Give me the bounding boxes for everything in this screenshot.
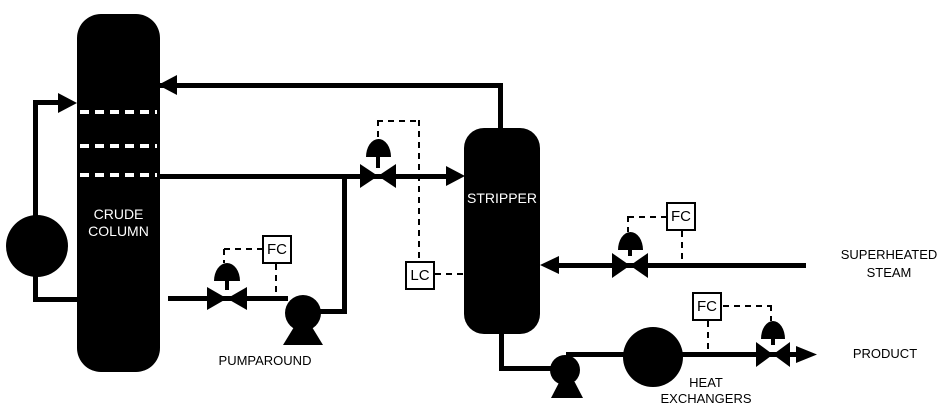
lc-stripper-tag: LC bbox=[410, 267, 430, 284]
feed-valve-actuator-icon bbox=[366, 139, 391, 157]
pipe-heater-bottom-vertical bbox=[33, 272, 38, 302]
pumparound-control-valve-icon bbox=[207, 287, 247, 310]
pipe-steam bbox=[556, 263, 806, 268]
stripper-vessel: STRIPPER bbox=[464, 128, 540, 334]
pumparound-pump-symbol bbox=[285, 295, 321, 331]
product-control-valve-icon bbox=[756, 342, 790, 367]
pipe-heater-riser-vertical bbox=[33, 100, 38, 217]
signal-lc-to-valve bbox=[377, 120, 379, 139]
crude-column-label: CRUDE COLUMN bbox=[77, 206, 160, 240]
fc-pumparound-tag: FC bbox=[267, 241, 287, 258]
fc-steam-controller: FC bbox=[666, 202, 696, 231]
signal-fc-pumparound-to-valve bbox=[223, 249, 225, 263]
pipe-feed-to-stripper bbox=[158, 174, 450, 179]
signal-lc-top-h bbox=[377, 120, 420, 122]
fired-heater-circle bbox=[6, 215, 68, 277]
crude-column-label-line1: CRUDE bbox=[93, 206, 144, 222]
superheated-steam-label-line2: STEAM bbox=[866, 265, 912, 280]
steam-flow-arrow-icon bbox=[540, 256, 559, 274]
column-tray-dashed-line bbox=[80, 144, 157, 148]
superheated-steam-label: SUPERHEATED STEAM bbox=[832, 246, 946, 282]
column-tray-dashed-line bbox=[80, 110, 157, 114]
stripper-feed-arrow-icon bbox=[446, 166, 465, 186]
steam-valve-actuator-icon bbox=[618, 232, 643, 250]
pumparound-valve-actuator-icon bbox=[214, 263, 240, 281]
pipe-overhead-horizontal bbox=[160, 83, 503, 88]
steam-valve-stem bbox=[628, 248, 632, 256]
heat-exchanger-circle bbox=[623, 327, 683, 387]
pipe-heater-bottom-horizontal bbox=[33, 297, 79, 302]
product-valve-stem bbox=[771, 337, 775, 345]
signal-fc-steam-to-pipe bbox=[681, 231, 683, 263]
pumparound-pump-base bbox=[283, 328, 323, 345]
stripper-label: STRIPPER bbox=[466, 190, 537, 206]
product-valve-actuator-icon bbox=[761, 321, 785, 339]
pumparound-valve-stem bbox=[225, 280, 229, 290]
pipe-pumparound-riser bbox=[342, 176, 347, 314]
heat-exchangers-label-line2: EXCHANGERS bbox=[660, 391, 752, 406]
signal-fc-product-h bbox=[723, 305, 772, 307]
lc-stripper-controller: LC bbox=[405, 261, 435, 290]
superheated-steam-label-line1: SUPERHEATED bbox=[840, 247, 938, 262]
product-label: PRODUCT bbox=[852, 346, 918, 361]
crude-column-vessel: CRUDE COLUMN bbox=[77, 14, 160, 372]
steam-control-valve-icon bbox=[612, 253, 648, 278]
pipe-stripper-bottoms-vertical bbox=[499, 331, 504, 371]
bottoms-pump-base bbox=[551, 382, 583, 398]
fc-product-tag: FC bbox=[697, 298, 717, 315]
column-tray-dashed-line bbox=[80, 173, 157, 177]
overhead-flow-arrow-icon bbox=[158, 75, 177, 95]
signal-fc-product-to-pipe bbox=[707, 321, 709, 352]
fc-steam-tag: FC bbox=[671, 208, 691, 225]
product-flow-arrow-icon bbox=[796, 346, 817, 363]
signal-fc-pumparound-h bbox=[224, 248, 262, 250]
signal-lc-long-vertical bbox=[418, 120, 420, 261]
bottoms-pump-symbol bbox=[550, 355, 580, 385]
pipe-stripper-bottoms-horizontal bbox=[499, 366, 557, 371]
signal-lc-to-stripper bbox=[435, 273, 464, 275]
heat-exchangers-label-line1: HEAT bbox=[689, 375, 723, 390]
pipe-overhead-vertical bbox=[498, 83, 503, 130]
signal-fc-steam-h bbox=[628, 216, 666, 218]
signal-fc-pumparound-to-pipe bbox=[275, 264, 277, 296]
signal-fc-product-to-valve bbox=[770, 305, 772, 321]
fc-pumparound-controller: FC bbox=[262, 235, 292, 264]
heat-exchangers-label: HEAT EXCHANGERS bbox=[631, 375, 781, 407]
pumparound-label: PUMPAROUND bbox=[218, 353, 312, 368]
pipe-pump-discharge bbox=[316, 309, 347, 314]
crude-column-label-line2: COLUMN bbox=[88, 223, 149, 239]
fc-product-controller: FC bbox=[692, 292, 722, 321]
pipe-heater-top-horizontal bbox=[33, 100, 61, 105]
feed-valve-stem bbox=[376, 156, 380, 168]
signal-fc-steam-to-valve bbox=[627, 216, 629, 232]
heater-return-arrow-icon bbox=[58, 93, 77, 113]
